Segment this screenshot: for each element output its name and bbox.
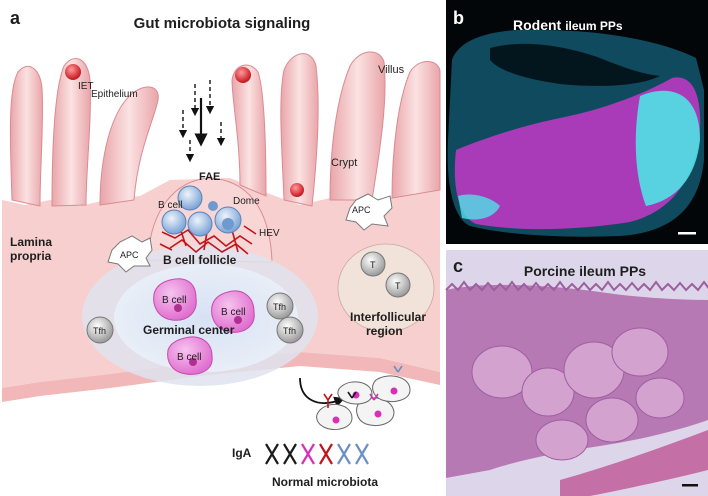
iga-antibody-2 (283, 443, 297, 465)
label-tfh-3: Tfh (283, 326, 296, 336)
iga-antibody-5 (337, 443, 351, 465)
villus-6 (329, 51, 386, 201)
porcine-villi-edge (445, 280, 708, 292)
villus-5 (280, 53, 319, 207)
iga-antibody-3 (301, 443, 315, 465)
label-b-cell-gc-3: B cell (177, 352, 201, 363)
label-iet: IET (78, 81, 94, 92)
label-b-cell-gc-2: B cell (221, 307, 245, 318)
scale-bar-c (682, 484, 698, 487)
label-apc-2: APC (120, 250, 139, 260)
signal-arrows (178, 80, 226, 163)
rodent-cyan-region (635, 90, 700, 206)
label-apc-1: APC (352, 205, 371, 215)
t-cell-2 (385, 272, 411, 298)
rodent-lumen (490, 43, 660, 86)
villus-1 (9, 66, 44, 207)
rodent-cyan-small (458, 194, 500, 220)
dome-b-cells (161, 185, 242, 237)
apc-cell-2 (107, 235, 153, 273)
iga-plasma-cells (316, 365, 411, 431)
porcine-muscle (560, 430, 708, 496)
label-epithelium: Epithelium (91, 89, 138, 100)
label-t-2: T (395, 281, 401, 291)
label-iga: IgA (232, 446, 252, 460)
label-fae: FAE (199, 171, 220, 183)
tfh-cell-3 (276, 316, 304, 344)
label-b-cell-gc-1: B cell (162, 295, 186, 306)
scale-bar-b (678, 232, 696, 235)
panel-b-letter: b (453, 8, 464, 28)
iga-antibody-4 (319, 443, 333, 465)
label-lamina-2: propria (10, 249, 52, 263)
label-interfollicular-2: region (366, 324, 403, 338)
tfh-cell-1 (86, 316, 114, 344)
label-lamina-1: Lamina (10, 235, 52, 249)
villus-2 (51, 57, 91, 207)
iet-cell-3 (290, 183, 304, 197)
hev-vessels (159, 225, 257, 255)
panel-a: a Gut microbiota signaling IET Epitheliu… (2, 8, 441, 489)
label-villus: Villus (378, 64, 405, 76)
panel-b-title-main: Rodent (513, 17, 562, 33)
iga-antibody-1 (265, 443, 279, 465)
label-dome: Dome (233, 196, 260, 207)
label-normal-microbiota: Normal microbiota (272, 475, 378, 489)
label-t-1: T (370, 260, 376, 270)
label-tfh-2: Tfh (273, 302, 286, 312)
iet-cell-2 (235, 67, 251, 83)
label-hev: HEV (259, 228, 280, 239)
iga-antibody-6 (355, 443, 369, 465)
panel-a-letter: a (10, 8, 21, 28)
iet-cell-1 (65, 64, 81, 80)
label-b-cell-dome: B cell (158, 200, 182, 211)
label-tfh-1: Tfh (93, 326, 106, 336)
villus-4 (231, 64, 267, 197)
villus-3 (99, 86, 159, 206)
label-b-cell-follicle: B cell follicle (163, 253, 237, 267)
panel-c-letter: c (453, 256, 463, 276)
iga-antibodies (265, 443, 369, 465)
apc-cell-1 (345, 193, 393, 231)
label-crypt: Crypt (331, 157, 357, 169)
label-germinal-center: Germinal center (143, 323, 235, 337)
porcine-follicles (471, 327, 685, 461)
panel-c-title: Porcine ileum PPs (524, 263, 646, 279)
tfh-cell-2 (266, 292, 294, 320)
curved-arrow (299, 377, 346, 407)
label-interfollicular-1: Interfollicular (350, 310, 426, 324)
villus-7 (391, 61, 441, 199)
panel-c: c Porcine ileum PPs (445, 250, 708, 496)
panel-a-title: Gut microbiota signaling (134, 15, 311, 32)
gc-b-cells (153, 278, 255, 375)
panel-b-title-sub: ileum PPs (565, 19, 623, 33)
tissue-lower (2, 352, 440, 402)
t-cell-1 (360, 251, 386, 277)
